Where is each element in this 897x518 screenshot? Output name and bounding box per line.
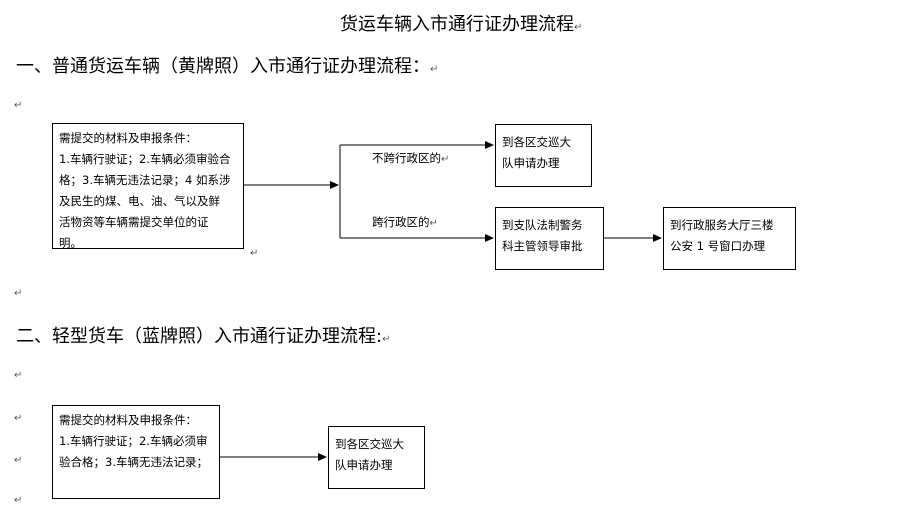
box-line: 到行政服务大厅三楼 [670,218,774,232]
section2-heading: 二、轻型货车（蓝牌照）入市通行证办理流程:↵ [16,326,391,347]
box-line: 队申请办理 [502,156,560,170]
materials-line: 格；3.车辆无违法记录；4 如系涉 [59,173,231,187]
box-line: 公安 1 号窗口办理 [670,239,766,253]
materials-line: 及民生的煤、电、油、气以及鲜 [59,194,220,208]
materials-line: 验合格；3.车辆无违法记录； [59,455,208,469]
materials-line: 活物资等车辆需提交单位的证 [59,215,209,229]
branch-label-cross: 跨行政区的↵ [372,215,438,229]
box-line: 科主管领导审批 [502,239,583,253]
section1-materials-box: 需提交的材料及申报条件： 1.车辆行驶证；2.车辆必须审验合 格；3.车辆无违法… [52,123,244,249]
paragraph-mark: ↵ [14,455,23,466]
paragraph-mark: ↵ [14,413,23,424]
branch-label-no-cross: 不跨行政区的↵ [372,151,450,165]
section1-district-box: 到各区交巡大 队申请办理 [495,124,592,187]
section2-materials-box: 需提交的材料及申报条件： 1.车辆行驶证；2.车辆必须审 验合格；3.车辆无违法… [52,405,220,499]
box-line: 队申请办理 [335,458,393,472]
box-line: 到支队法制警务 [502,218,583,232]
document-title: 货运车辆入市通行证办理流程↵ [340,14,583,35]
box-line: 到各区交巡大 [502,135,571,149]
materials-line: 需提交的材料及申报条件： [59,413,197,427]
materials-line: 1.车辆行驶证；2.车辆必须审验合 [59,152,231,166]
paragraph-mark: ↵ [14,288,23,299]
section1-heading: 一、普通货运车辆（黄牌照）入市通行证办理流程：↵ [16,56,439,77]
paragraph-mark: ↵ [14,495,23,506]
paragraph-mark: ↵ [250,248,259,259]
materials-line: 1.车辆行驶证；2.车辆必须审 [59,434,208,448]
materials-line: 明。 [59,236,82,249]
paragraph-mark: ↵ [14,100,23,111]
paragraph-mark: ↵ [14,370,23,381]
box-line: 到各区交巡大 [335,437,404,451]
materials-line: 需提交的材料及申报条件： [59,131,197,145]
section1-legal-approval-box: 到支队法制警务 科主管领导审批 [495,207,604,270]
section2-district-box: 到各区交巡大 队申请办理 [328,426,425,489]
section1-service-hall-box: 到行政服务大厅三楼 公安 1 号窗口办理 [663,207,796,270]
